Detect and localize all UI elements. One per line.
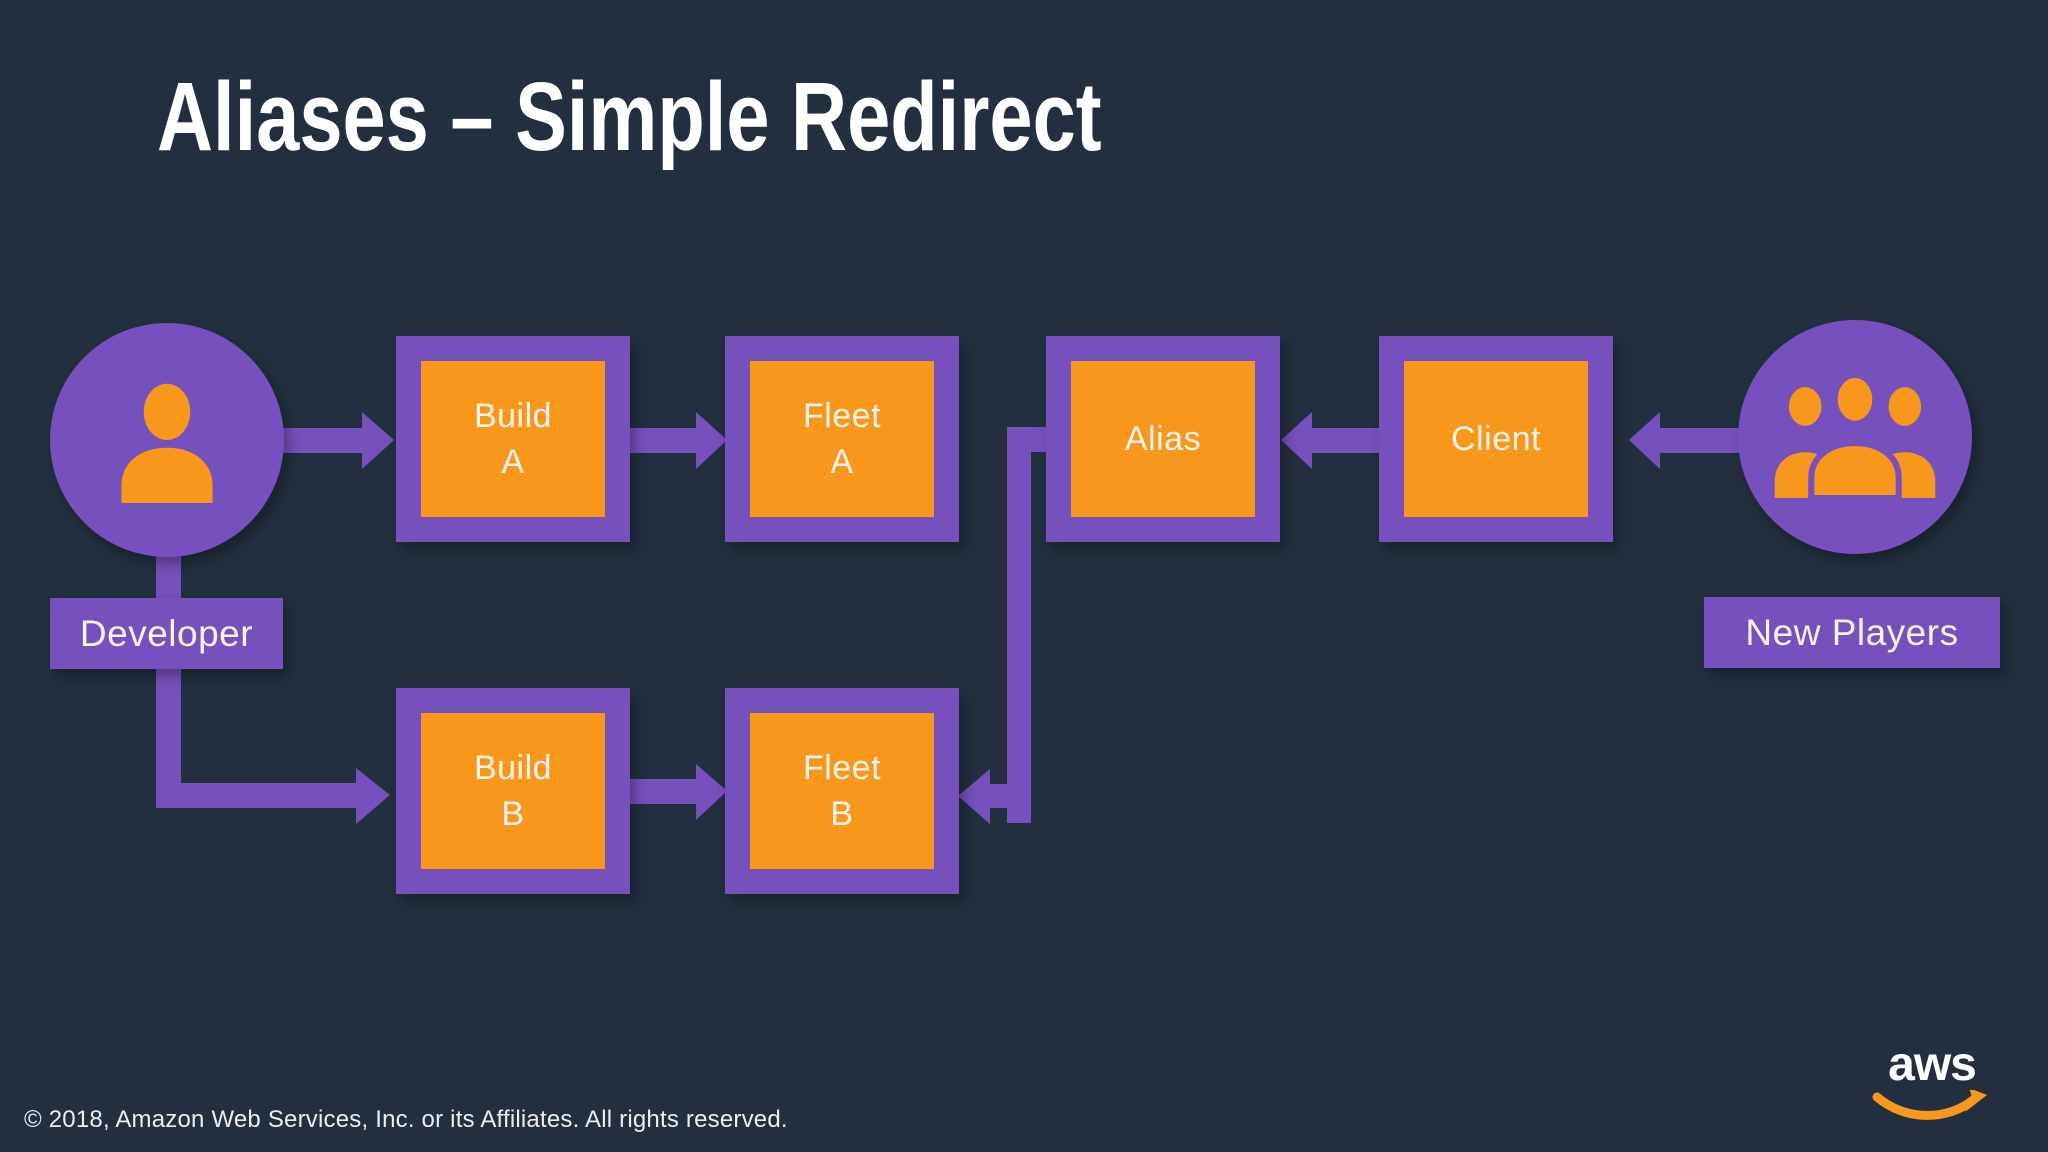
aws-logo-text: aws <box>1888 1038 1977 1091</box>
amazon-smile-arrow-icon <box>1872 1090 1987 1120</box>
copyright-footer: © 2018, Amazon Web Services, Inc. or its… <box>24 1106 788 1133</box>
developer-actor <box>50 323 284 557</box>
node-label-line1: Alias <box>1124 420 1202 458</box>
node-label-line2: A <box>501 443 525 481</box>
node-fleet-b: Fleet B <box>725 688 959 894</box>
developer-label-text: Developer <box>79 612 254 654</box>
new-players-label: New Players <box>1704 597 2000 668</box>
node-label-line2: B <box>830 795 854 833</box>
node-label-line1: Client <box>1451 420 1541 458</box>
developer-label: Developer <box>50 598 283 669</box>
node-alias-body: Alias <box>1071 361 1255 517</box>
node-label-line1: Build <box>473 397 553 435</box>
arrow-alias-to-fleet-b <box>958 427 1048 824</box>
people-group-icon <box>1774 376 1936 498</box>
node-build-a-body: Build A <box>421 361 605 517</box>
node-fleet-a: Fleet A <box>725 336 959 542</box>
node-label-line2: A <box>830 443 854 481</box>
arrow-developer-to-build-a <box>268 412 394 469</box>
page-title: Aliases – Simple Redirect <box>157 62 1102 171</box>
arrow-new-players-to-client <box>1629 412 1746 469</box>
node-label-line2: B <box>501 795 525 833</box>
node-build-b-body: Build B <box>421 713 605 869</box>
node-build-a: Build A <box>396 336 630 542</box>
arrow-client-to-alias <box>1281 412 1382 469</box>
new-players-label-text: New Players <box>1745 611 1959 653</box>
node-client-body: Client <box>1404 361 1588 517</box>
node-build-b: Build B <box>396 688 630 894</box>
node-fleet-b-body: Fleet B <box>750 713 934 869</box>
arrow-developer-to-build-b <box>156 545 390 824</box>
arrow-build-a-to-fleet-a <box>628 412 727 469</box>
arrow-build-b-to-fleet-b <box>628 764 727 820</box>
aws-logo: aws <box>1868 1038 1996 1126</box>
node-client: Client <box>1379 336 1613 542</box>
node-label-line1: Build <box>473 749 553 787</box>
node-fleet-a-body: Fleet A <box>750 361 934 517</box>
node-alias: Alias <box>1046 336 1280 542</box>
new-players-actor <box>1738 320 1972 554</box>
node-label-line1: Fleet <box>802 397 882 435</box>
node-label-line1: Fleet <box>802 749 882 787</box>
person-icon <box>121 383 213 503</box>
